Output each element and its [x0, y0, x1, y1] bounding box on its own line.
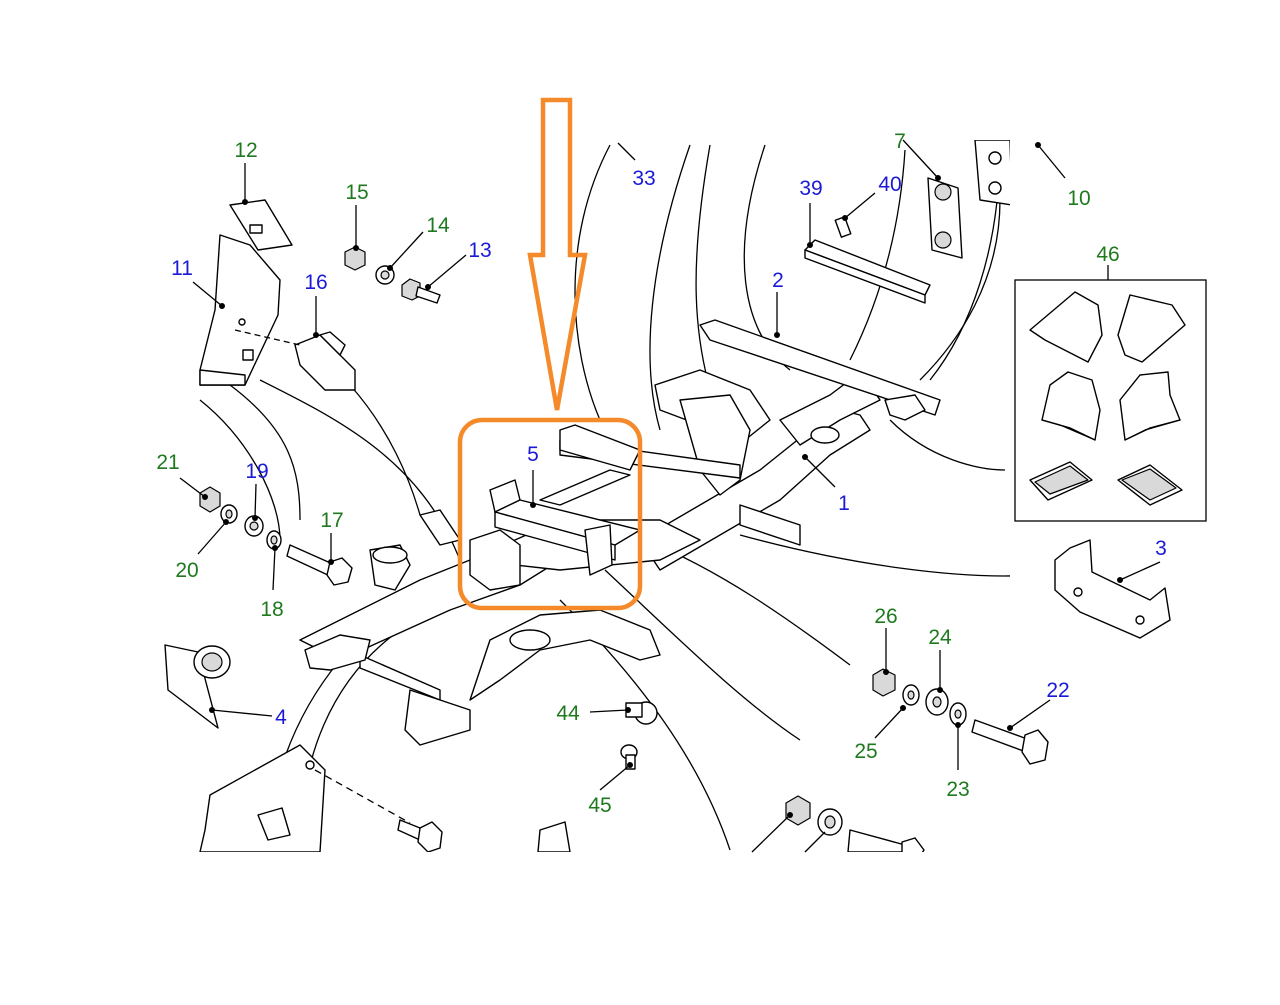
part-40-screw: [834, 216, 852, 238]
part-46-inset-panel: [1014, 279, 1207, 522]
callout-4: 4: [275, 706, 287, 729]
callout-26: 26: [874, 605, 897, 628]
callout-17: 17: [320, 509, 343, 532]
part-4-bump-stop: [164, 644, 231, 729]
callout-45: 45: [588, 794, 611, 817]
callout-15: 15: [345, 181, 368, 204]
callout-20: 20: [175, 559, 198, 582]
parts-44-45: [620, 701, 658, 770]
callout-23: 23: [946, 778, 969, 801]
highlight-box: [457, 417, 643, 611]
part-16-mount: [234, 329, 356, 391]
callout-33: 33: [632, 167, 655, 190]
callout-13: 13: [468, 239, 491, 262]
part-39-strip: [804, 239, 931, 304]
callout-1: 1: [838, 492, 850, 515]
part-10-plate: [974, 140, 1010, 206]
callout-7: 7: [894, 130, 906, 153]
part-11-bracket: [199, 234, 281, 386]
callout-3: 3: [1155, 537, 1167, 560]
callout-16: 16: [304, 271, 327, 294]
cable-lines: [199, 144, 1010, 851]
lower-left-plate: [199, 744, 443, 852]
leader-lines: [179, 139, 1161, 853]
highlight-overlay: [457, 97, 643, 611]
callout-19: 19: [245, 460, 268, 483]
callout-22: 22: [1046, 679, 1069, 702]
highlight-arrow: [527, 97, 588, 411]
callout-25: 25: [854, 740, 877, 763]
callout-14: 14: [426, 214, 450, 237]
callout-18: 18: [260, 598, 283, 621]
callout-labels: 1 2 3 4 5 7 10 11 12 13 14 15 16 17 18 1…: [156, 130, 1167, 817]
callout-44: 44: [556, 702, 580, 725]
fasteners-22-26: [872, 668, 1049, 765]
part-12-plate: [229, 199, 293, 251]
callout-12: 12: [234, 139, 257, 162]
callout-40: 40: [878, 173, 901, 196]
callout-10: 10: [1067, 187, 1090, 210]
lower-right-fasteners: [785, 795, 925, 852]
callout-2: 2: [772, 269, 784, 292]
fasteners-17-21: [199, 486, 353, 586]
callout-21: 21: [156, 451, 179, 474]
callout-46: 46: [1096, 243, 1119, 266]
callout-24: 24: [928, 626, 952, 649]
part-5-cross-member: [469, 424, 641, 591]
leader-dots: [202, 142, 1123, 818]
lower-middle-plate: [537, 821, 571, 852]
part-3-bracket: [1054, 539, 1171, 639]
callout-11: 11: [171, 257, 193, 280]
callout-5: 5: [527, 443, 539, 466]
part-2-bracket: [699, 319, 941, 421]
callout-39: 39: [799, 177, 822, 200]
fasteners-13-15: [344, 246, 441, 304]
part-7-bracket: [927, 177, 963, 259]
